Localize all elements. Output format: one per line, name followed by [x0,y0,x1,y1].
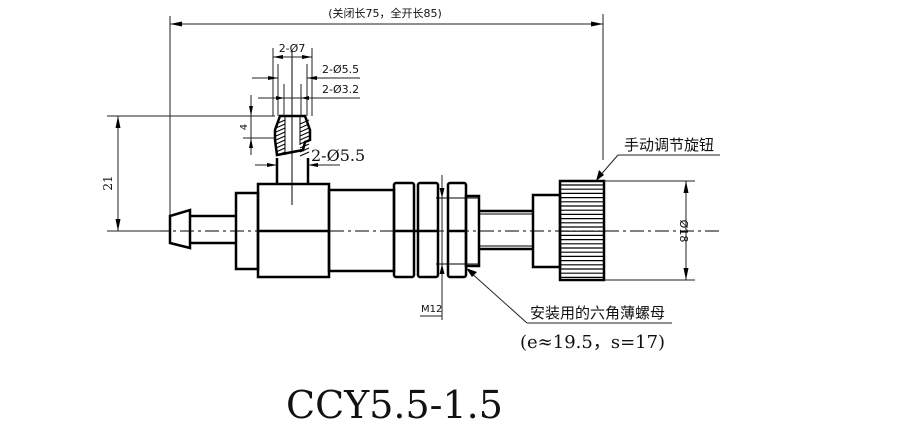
knob-dia-label: Ø18 [677,220,690,243]
thread-label: M12 [421,304,442,315]
hatch-line [299,135,310,141]
arrow-icon [683,268,689,280]
stem-dia-label: 2-Ø5.5 [311,146,365,165]
arrow-icon [273,55,283,59]
arrow-icon [268,76,278,80]
arrow-icon [683,181,689,193]
overall-length-note: (关闭长75，全开长85) [328,6,442,20]
knob-callout: 手动调节旋钮 [596,136,720,181]
nut-spec-label: (e≈19.5，s=17) [520,332,665,353]
thread-dimension: M12 [420,304,442,317]
arrow-icon [591,21,603,27]
height-dim-label: 21 [101,175,115,190]
hex-nut [436,175,481,320]
arrow-icon [249,138,253,148]
arrow-icon [439,264,445,274]
arrow-icon [307,76,317,80]
hatch-line [299,143,310,149]
arrow-icon [267,163,277,167]
hatch-line [299,151,310,157]
hatch-line [275,123,286,129]
arrow-icon [301,96,309,100]
nozzle-outer-label: 2-Ø7 [279,42,306,55]
hatch-line [275,143,286,149]
arrow-icon [466,268,477,277]
hatch-line [275,135,286,141]
nozzle-mid-label: 2-Ø5.5 [322,63,359,76]
arrow-icon [115,219,121,231]
height-dimension: 21 [101,115,275,232]
top-nozzle: 2-Ø7 2-Ø5.5 2-Ø3.2 4 2-Ø5.5 [239,42,365,205]
knob-diameter-dimension: Ø18 [604,180,695,281]
hatch-line [275,139,286,145]
nut-callout: 安装用的六角薄螺母 (e≈19.5，s=17) [466,268,672,353]
arrow-icon [596,170,604,181]
nozzle-height-label: 4 [239,124,250,130]
hose-barb [168,208,236,250]
arrow-icon [302,55,312,59]
arrow-icon [276,96,284,100]
nut-callout-label: 安装用的六角薄螺母 [530,304,665,322]
model-label: CCY5.5-1.5 [286,383,503,427]
arrow-icon [170,21,182,27]
hatch-line [275,131,286,137]
arrow-icon [115,116,121,128]
hatch-line [299,147,310,153]
adjustment-knob [558,179,606,282]
overall-length-dimension: (关闭长75，全开长85) [169,6,604,230]
hatch-line [299,139,310,145]
nozzle-bore-label: 2-Ø3.2 [322,83,359,96]
hatch-line [275,151,286,157]
main-body [256,181,440,279]
arrow-icon [249,106,253,116]
hatch-line [299,123,310,129]
hatch-line [275,127,286,133]
hatch-line [299,127,310,133]
shaft [479,209,533,251]
hatch-line [299,119,310,125]
arrow-icon [439,188,445,198]
arrow-icon [308,163,318,167]
knob-callout-label: 手动调节旋钮 [624,136,714,154]
hatch-line [275,147,286,153]
hatch-line [275,119,286,125]
hatch-line [299,131,310,137]
